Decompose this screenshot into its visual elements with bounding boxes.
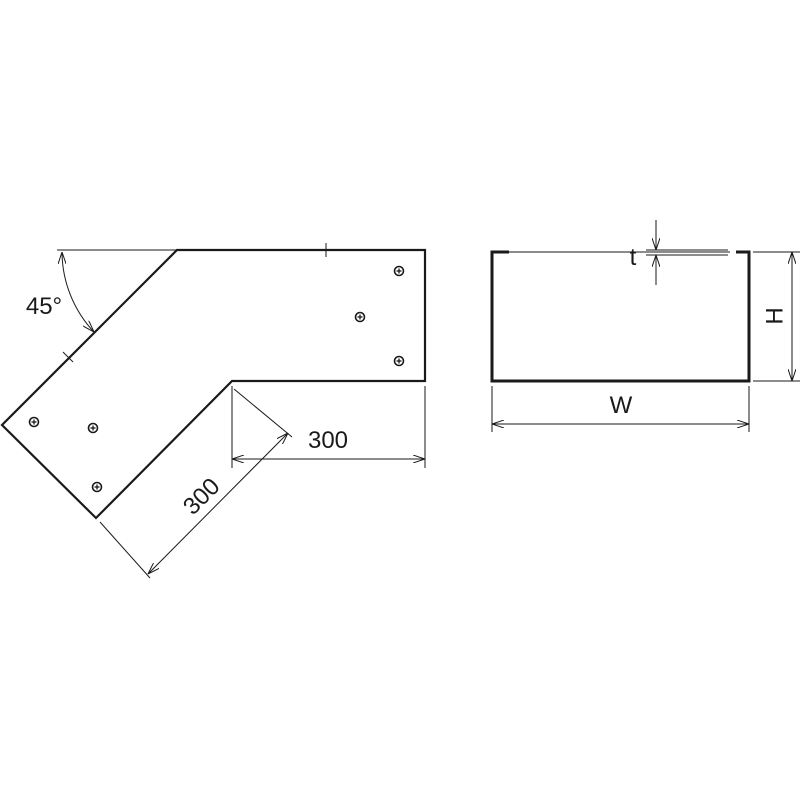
channel-cross-section: t H W <box>490 220 800 432</box>
bolt-icon <box>87 422 99 434</box>
height-label: H <box>762 307 789 324</box>
elbow-outline <box>0 248 427 520</box>
bolt-icon <box>28 416 40 428</box>
centerline-tick <box>62 351 74 363</box>
bolt-icon <box>393 265 405 277</box>
horizontal-length-label: 300 <box>308 427 348 454</box>
thickness-label: t <box>630 244 637 271</box>
horizontal-length-dimension: 300 <box>231 386 426 468</box>
angle-dimension: 45° <box>26 249 177 332</box>
width-dimension: W <box>491 386 750 432</box>
channel-section <box>490 250 751 383</box>
bolt-icon <box>91 481 103 493</box>
elbow-plan-view: 45° 300 300 <box>0 243 427 579</box>
diagonal-length-label: 300 <box>178 473 225 520</box>
bolt-icon <box>354 311 366 323</box>
width-label: W <box>610 392 633 419</box>
thickness-dimension: t <box>630 220 728 285</box>
angle-label: 45° <box>26 293 62 320</box>
height-dimension: H <box>753 251 800 382</box>
bolt-icon <box>393 355 405 367</box>
